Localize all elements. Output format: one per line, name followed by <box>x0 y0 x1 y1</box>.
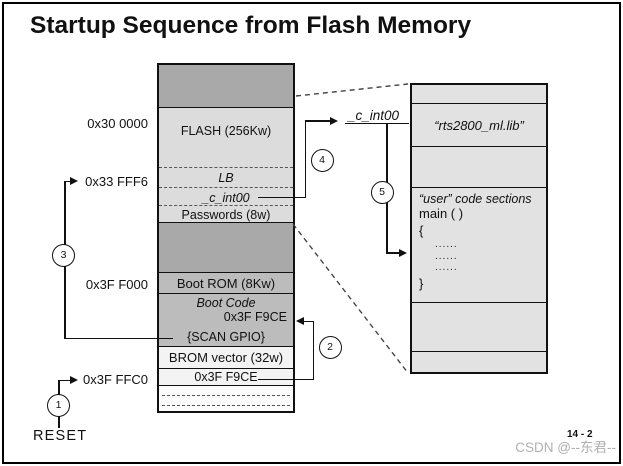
expanded-section-empty-top <box>412 85 546 104</box>
memory-section-reset-vector-value: 0x3F F9CE <box>159 369 293 386</box>
expanded-section-empty-lower <box>412 303 546 352</box>
memory-section-boot-code: Boot Code 0x3F F9CE {SCAN GPIO} <box>159 294 293 347</box>
memory-section-flash: FLASH (256Kw) LB _c_int00 Passwords (8w) <box>159 108 293 223</box>
memory-section-boot-rom: Boot ROM (8Kw) <box>159 273 293 294</box>
bottom-divider-dashed <box>162 395 290 396</box>
zoom-dashed-line-bottom <box>292 223 409 374</box>
scan-gpio-label: {SCAN GPIO} <box>187 330 265 344</box>
expanded-section-library: “rts2800_ml.lib” <box>412 104 546 147</box>
step4-line-vertical <box>304 120 306 198</box>
step2-line-vertical <box>312 321 314 380</box>
arrowhead-right-icon <box>70 177 78 186</box>
lb-label: LB <box>218 171 234 185</box>
step-circle-5: 5 <box>370 180 394 204</box>
memory-section-reserved-top <box>159 65 293 108</box>
code-dots: ...... <box>435 262 458 273</box>
brom-vector-label: BROM vector (32w) <box>168 350 284 365</box>
open-brace: { <box>419 223 424 238</box>
memory-section-brom-vector: BROM vector (32w) <box>159 347 293 369</box>
main-function-label: main ( ) <box>419 206 464 221</box>
step4-line-horizontal-top <box>304 120 331 122</box>
code-dots: ...... <box>435 239 458 250</box>
step3-line-horizontal-bottom <box>64 337 173 339</box>
step5-line-horizontal <box>386 252 400 254</box>
memory-section-reserved-mid <box>159 223 293 273</box>
expanded-section-user-code: “user” code sections main ( ) { ...... .… <box>412 188 546 303</box>
memory-map-box: FLASH (256Kw) LB _c_int00 Passwords (8w)… <box>157 63 295 413</box>
arrowhead-right-icon <box>399 248 407 257</box>
boot-code-label: Boot Code <box>196 296 256 310</box>
address-reset-vector: 0x3F FFC0 <box>82 372 148 387</box>
c-int00-underline <box>345 122 409 124</box>
library-label: “rts2800_ml.lib” <box>434 117 524 133</box>
address-flash-start: 0x30 0000 <box>87 116 148 131</box>
step2-line-horizontal-top <box>303 320 314 322</box>
step-circle-2: 2 <box>318 335 342 359</box>
step4-line-horizontal-bottom <box>258 196 306 199</box>
boot-rom-label: Boot ROM (8Kw) <box>176 275 276 291</box>
c-int00-flash-label: _c_int00 <box>202 191 250 205</box>
page-number: 14 - 2 <box>567 429 593 440</box>
passwords-label: Passwords (8w) <box>181 208 271 222</box>
arrowhead-left-icon <box>296 317 304 326</box>
arrowhead-right-icon <box>70 376 78 385</box>
boot-code-entry-address: 0x3F F9CE <box>223 310 287 324</box>
address-flash-entry: 0x33 FFF6 <box>85 174 148 189</box>
expanded-flash-box: “rts2800_ml.lib” “user” code sections ma… <box>410 83 548 374</box>
arrowhead-right-icon <box>330 116 338 125</box>
step3-line-horizontal-top <box>64 180 72 182</box>
c-int00-target-label: _c_int00 <box>348 108 400 123</box>
step-circle-3: 3 <box>52 243 75 267</box>
flash-divider-dashed <box>159 187 293 188</box>
step-circle-4: 4 <box>310 148 334 172</box>
flash-divider-dashed <box>159 167 293 168</box>
code-dots: ...... <box>435 250 458 262</box>
zoom-dashed-line-top <box>295 83 409 97</box>
watermark: CSDN @--东君-- <box>515 440 616 455</box>
reset-vector-value: 0x3F F9CE <box>194 370 258 384</box>
bottom-divider-dashed <box>162 405 290 406</box>
memory-section-bottom <box>159 386 293 411</box>
page-title: Startup Sequence from Flash Memory <box>30 12 472 39</box>
step1-line-horizontal <box>58 379 71 381</box>
step2-line-horizontal-bottom <box>258 378 314 380</box>
close-brace: } <box>419 275 424 291</box>
flash-divider-dashed <box>159 205 293 206</box>
step-circle-1: 1 <box>47 393 70 417</box>
reset-label: RESET <box>33 428 88 444</box>
expanded-section-empty <box>412 147 546 188</box>
flash-label: FLASH (256Kw) <box>180 124 272 138</box>
address-boot-rom-start: 0x3F F000 <box>85 277 148 292</box>
expanded-section-empty-bottom <box>412 352 546 372</box>
user-code-heading: “user” code sections <box>419 192 532 206</box>
